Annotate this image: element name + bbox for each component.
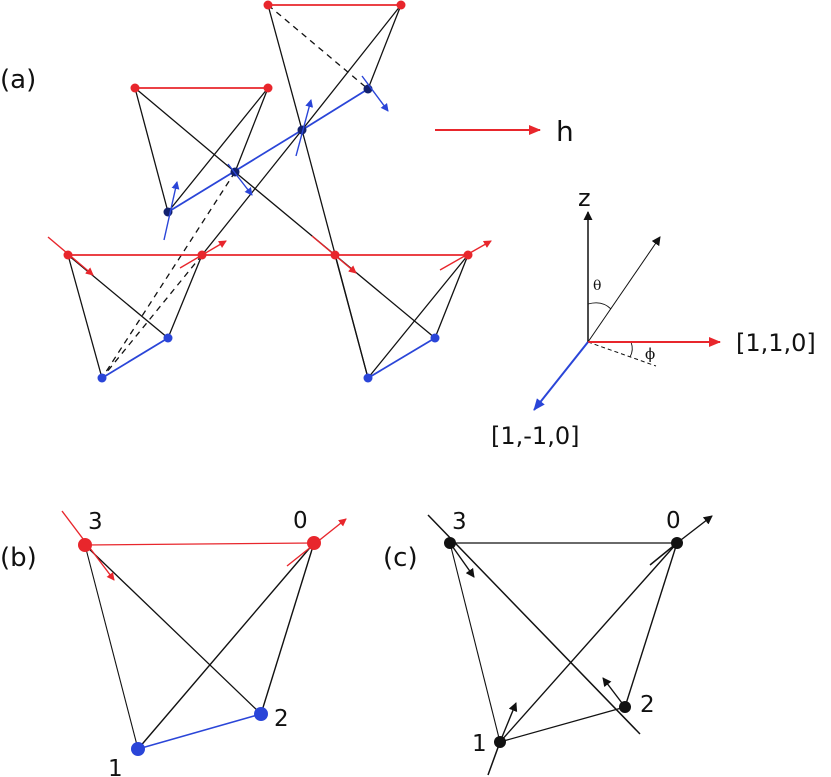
tetrahedron-left-top (134, 87, 303, 213)
tetrahedron-top (267, 4, 402, 131)
field-label: h (556, 115, 574, 148)
spin-site-2-c (602, 677, 626, 708)
spin-axis-3-2 (427, 514, 641, 735)
phi-arc (629, 341, 633, 358)
site-1-label-b: 1 (108, 756, 123, 777)
phi-label: ϕ (645, 345, 655, 363)
site (263, 83, 273, 93)
spin-site-1-c (499, 702, 518, 743)
spins-a (47, 75, 492, 276)
tetrahedron-bottom-left (67, 254, 203, 379)
site (263, 0, 273, 10)
site-1-b (131, 742, 145, 756)
moment-vector (587, 236, 661, 343)
panel-c-label: (c) (383, 543, 418, 573)
tetrahedron-bottom-right (334, 254, 469, 379)
site-0-b (307, 536, 321, 550)
site (430, 333, 440, 343)
site-2-c (619, 701, 631, 713)
panel-b-label: (b) (0, 543, 37, 573)
site-2-b (254, 707, 268, 721)
site-2-label-b: 2 (274, 706, 289, 732)
site (163, 333, 173, 343)
panel-a-label: (a) (0, 65, 36, 95)
spin-site-3-c (449, 542, 475, 578)
panel-a: (a) (0, 0, 816, 450)
x-axis-label: [1,1,0] (736, 329, 816, 357)
coordinate-axes: z θ ϕ [1,1,0] [1,-1,0] (491, 184, 816, 450)
y-axis-label: [1,-1,0] (491, 422, 579, 450)
panel-b: (b) 3 0 1 2 (0, 508, 347, 777)
z-axis-label: z (578, 184, 591, 212)
panel-c: (c) 3 0 1 2 (383, 508, 713, 776)
central-bonds (101, 129, 369, 379)
site-3-b (78, 538, 92, 552)
theta-label: θ (593, 278, 601, 294)
theta-arc (587, 302, 612, 310)
y-axis (533, 341, 589, 411)
site-0-label-b: 0 (293, 508, 308, 534)
spins-c (449, 515, 713, 743)
projection-line (587, 341, 657, 367)
site-0-label-c: 0 (666, 508, 681, 534)
site-1-c (494, 736, 506, 748)
site (97, 373, 107, 383)
site-1-label-c: 1 (472, 731, 487, 757)
site (130, 83, 140, 93)
site-2-label-c: 2 (640, 692, 655, 718)
site (396, 0, 406, 10)
site-3-label-b: 3 (88, 509, 103, 535)
site-3-c (444, 537, 456, 549)
site-0-c (671, 537, 683, 549)
site-3-label-c: 3 (452, 509, 467, 535)
site (363, 373, 373, 383)
tetrahedron-c (427, 514, 678, 776)
field-arrow: h (435, 115, 574, 148)
spin-site-0-c (676, 515, 713, 544)
